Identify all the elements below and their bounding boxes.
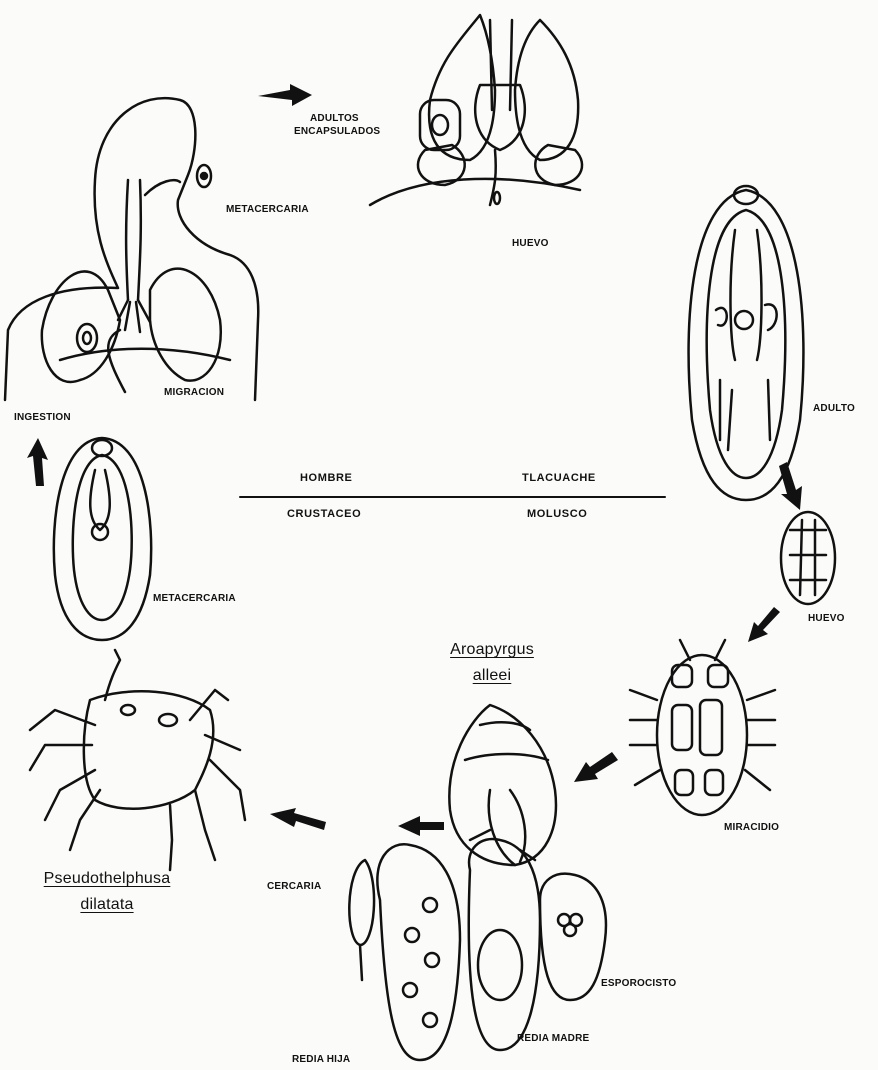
species-crab-line2: dilatata — [32, 892, 182, 918]
crab-illustration — [30, 650, 245, 870]
label-molusco: MOLUSCO — [527, 508, 587, 520]
label-redia-hija: REDIA HIJA — [292, 1054, 350, 1065]
arrow-left-down-icon — [574, 752, 618, 782]
label-adultos-encapsulados: ADULTOS ENCAPSULADOS — [294, 112, 380, 138]
label-metacercaria-top: METACERCARIA — [226, 204, 309, 215]
arrow-down-left-icon — [748, 607, 780, 642]
label-huevo-right: HUEVO — [808, 613, 845, 624]
label-esporocisto: ESPOROCISTO — [601, 978, 676, 989]
adult-fluke-illustration — [689, 186, 804, 500]
human-torso-illustration — [5, 98, 258, 400]
miracidium-illustration — [630, 640, 775, 815]
species-crab-line1: Pseudothelphusa — [32, 866, 182, 892]
lungs-heart-illustration — [370, 15, 582, 205]
arrow-left-icon — [398, 816, 444, 836]
label-adulto: ADULTO — [813, 403, 855, 414]
species-snail-line2: alleei — [432, 663, 552, 689]
label-crustaceo: CRUSTACEO — [287, 508, 361, 520]
metacercaria-illustration — [54, 438, 151, 640]
arrow-up-icon — [27, 438, 48, 486]
label-cercaria: CERCARIA — [267, 881, 321, 892]
arrow-left-icon — [270, 808, 326, 830]
label-hombre: HOMBRE — [300, 472, 353, 484]
label-redia-madre: REDIA MADRE — [517, 1033, 589, 1044]
arrow-right-icon — [258, 84, 312, 106]
label-metacercaria-left: METACERCARIA — [153, 593, 236, 604]
label-ingestion: INGESTION — [14, 412, 71, 423]
label-adultos-line2: ENCAPSULADOS — [294, 125, 380, 138]
species-snail-line1: Aroapyrgus — [432, 637, 552, 663]
label-miracidio: MIRACIDIO — [724, 822, 779, 833]
larval-stages-illustration — [349, 830, 606, 1060]
species-crab-name: Pseudothelphusa dilatata — [32, 866, 182, 918]
label-adultos-line1: ADULTOS — [294, 112, 380, 125]
arrow-down-icon — [779, 462, 802, 510]
label-migracion: MIGRACION — [164, 387, 224, 398]
species-snail-name: Aroapyrgus alleei — [432, 637, 552, 689]
egg-illustration — [781, 512, 835, 604]
label-huevo-top: HUEVO — [512, 238, 549, 249]
label-tlacuache: TLACUACHE — [522, 472, 596, 484]
